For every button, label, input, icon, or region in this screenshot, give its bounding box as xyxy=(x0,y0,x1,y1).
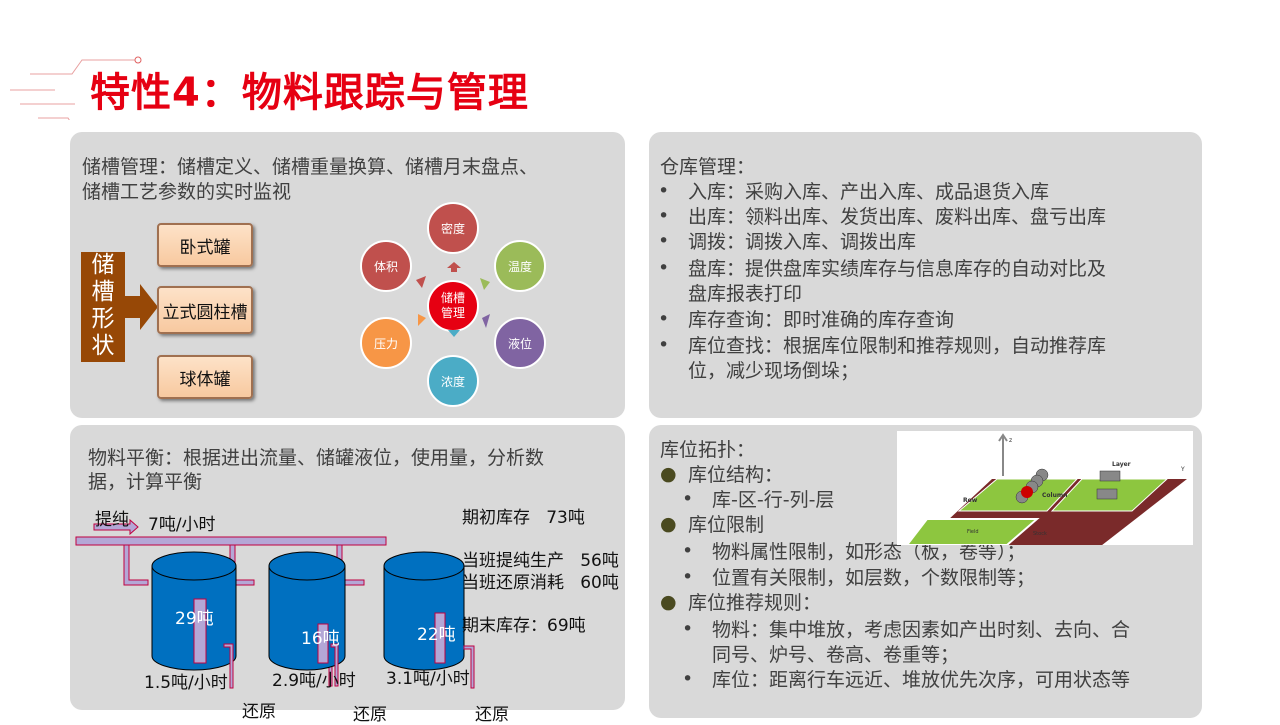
svg-text:Row: Row xyxy=(963,497,978,504)
shape-vertical-tank: 立式圆柱槽 xyxy=(157,286,253,334)
tank-heading-2: 储槽工艺参数的实时监视 xyxy=(82,181,292,203)
shift-production: 当班提纯生产 56吨 xyxy=(462,551,619,571)
list-item: 入库：采购入库、产出入库、成品退货入库 xyxy=(688,181,1050,203)
shape-label-char: 形 xyxy=(91,306,115,332)
shape-horizontal-tank: 卧式罐 xyxy=(157,223,253,267)
param-volume: 体积 xyxy=(360,240,412,292)
svg-text:z: z xyxy=(1009,437,1012,444)
param-pressure: 压力 xyxy=(360,317,412,369)
list-item: 物料属性限制，如形态（板，卷等）； xyxy=(712,541,1026,563)
param-level: 液位 xyxy=(494,317,546,369)
tank-3 xyxy=(383,551,475,689)
shift-consumption: 当班还原消耗 60吨 xyxy=(462,573,619,593)
list-item: 库位结构： xyxy=(688,464,784,486)
list-item: 调拨：调拨入库、调拨出库 xyxy=(688,231,917,253)
list-item: 库-区-行-列-层 xyxy=(712,489,835,511)
list-item-cont: 盘库报表打印 xyxy=(688,283,803,305)
inlet-rate: 7吨/小时 xyxy=(148,515,216,535)
tank-3-outlet: 还原 xyxy=(475,705,509,725)
tank-3-rate: 3.1吨/小时 xyxy=(386,669,470,689)
shape-sphere-tank: 球体罐 xyxy=(157,355,253,399)
center-label: 储槽 xyxy=(440,291,465,305)
tank-3-level: 22吨 xyxy=(417,625,456,645)
closing-stock: 期末库存：69吨 xyxy=(462,616,586,636)
center-tank-management: 储槽管理 xyxy=(427,280,479,332)
tank-1-outlet: 还原 xyxy=(242,702,276,722)
list-item: 盘库：提供盘库实绩库存与信息库存的自动对比及 xyxy=(688,258,1107,280)
list-item: 库位推荐规则： xyxy=(688,592,822,614)
opening-stock: 期初库存 73吨 xyxy=(462,508,585,528)
inlet-arrow-icon xyxy=(93,518,139,536)
topology-heading: 库位拓扑： xyxy=(660,439,756,461)
svg-text:Field: Field xyxy=(967,529,979,535)
svg-text:Stock: Stock xyxy=(1033,531,1047,537)
list-item: 库位：距离行车远近、堆放优先次序，可用状态等 xyxy=(712,669,1131,691)
param-temperature: 温度 xyxy=(494,240,546,292)
page-title: 特性4：物料跟踪与管理 xyxy=(90,70,529,116)
tank-shape-label: 储槽形状 xyxy=(81,252,125,362)
tank-1-rate: 1.5吨/小时 xyxy=(144,673,228,693)
shape-label-char: 储 xyxy=(91,252,115,278)
tank-heading-1: 储槽管理：储槽定义、储槽重量换算、储槽月末盘点、 xyxy=(82,156,539,178)
warehouse-heading: 仓库管理： xyxy=(660,156,756,178)
cycle-arrows-icon xyxy=(416,262,490,337)
tank-2-outlet: 还原 xyxy=(353,705,387,725)
shape-label-char: 状 xyxy=(91,333,115,359)
header-pipe xyxy=(75,536,387,546)
list-item: 物料：集中堆放，考虑因素如产出时刻、去向、合 xyxy=(712,619,1131,641)
balance-heading-2: 据，计算平衡 xyxy=(88,471,203,493)
warehouse-topology-image: z Layer Y Row Column Field Stock xyxy=(897,431,1193,545)
inlet-label: 提纯 xyxy=(95,510,129,530)
tanks xyxy=(151,551,346,671)
center-label: 管理 xyxy=(440,306,465,320)
tank-2-rate: 2.9吨/小时 xyxy=(272,671,356,691)
tank-1-level: 29吨 xyxy=(175,609,214,629)
list-item: 出库：领料出库、发货出库、废料出库、盘亏出库 xyxy=(688,206,1107,228)
balance-heading-1: 物料平衡：根据进出流量、储罐液位，使用量，分析数 xyxy=(88,447,545,469)
svg-text:Layer: Layer xyxy=(1112,461,1131,468)
list-item: 库存查询：即时准确的库存查询 xyxy=(688,309,955,331)
list-item: 库位限制 xyxy=(688,514,765,536)
warehouse-management-panel xyxy=(649,132,1202,418)
shape-label-char: 槽 xyxy=(91,279,115,305)
header-decoration xyxy=(10,56,142,120)
tank-diagram xyxy=(75,518,387,689)
list-item-cont: 同号、炉号、卷高、卷重等； xyxy=(712,644,960,666)
param-density: 密度 xyxy=(427,202,479,254)
list-item: 位置有关限制，如层数，个数限制等； xyxy=(712,567,1036,589)
param-concentration: 浓度 xyxy=(427,355,479,407)
list-item: 库位查找：根据库位限制和推荐规则，自动推荐库 xyxy=(688,335,1107,357)
list-item-cont: 位，减少现场倒垛； xyxy=(688,360,860,382)
arrow-right-icon xyxy=(124,284,158,330)
svg-text:Y: Y xyxy=(1180,466,1185,473)
tank-2-level: 16吨 xyxy=(301,629,340,649)
svg-text:Column: Column xyxy=(1042,492,1067,499)
